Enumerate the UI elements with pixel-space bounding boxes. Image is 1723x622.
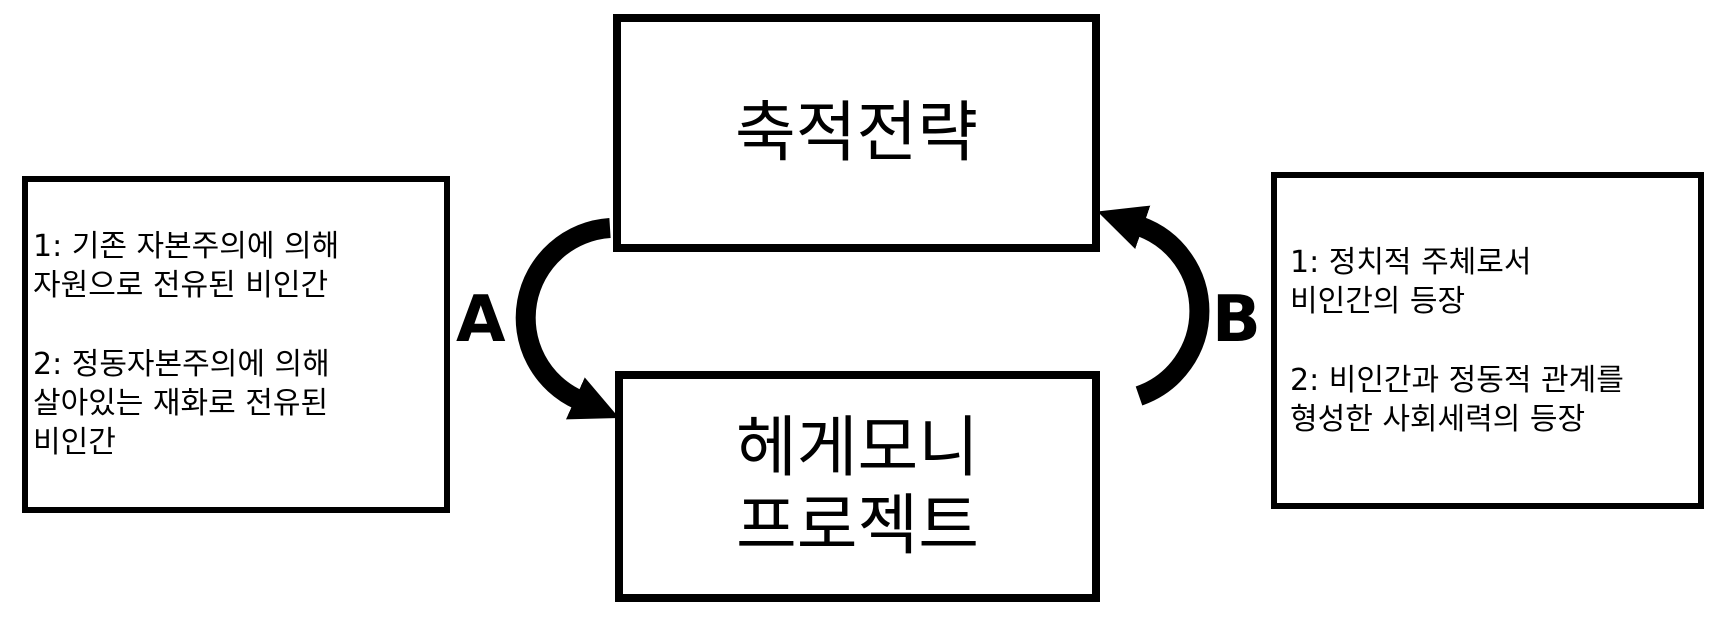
node-hegemony-project-label-line1: 헤게모니 xyxy=(736,408,979,486)
note-right-item-1-line-2: 비인간의 등장 xyxy=(1290,283,1466,319)
note-right-item-1: 1: 정치적 주체로서 비인간의 등장 xyxy=(1290,243,1690,321)
note-left-item-1-line-2: 자원으로 전유된 비인간 xyxy=(33,268,329,303)
note-left-item-1-line-1: 1: 기존 자본주의에 의해 xyxy=(33,229,340,264)
note-right-item-2-line-1: 2: 비인간과 정동적 관계를 xyxy=(1290,362,1624,398)
node-accumulation-strategy-label: 축적전략 xyxy=(735,94,978,171)
note-left-item-2-line-1: 2: 정동자본주의에 의해 xyxy=(33,347,330,382)
note-left-item-2: 2: 정동자본주의에 의해 살아있는 재화로 전유된 비인간 xyxy=(33,345,436,462)
arrow-b-label: B xyxy=(1212,283,1261,357)
arrow-b-curve xyxy=(1097,205,1210,406)
note-left-item-2-line-2: 살아있는 재화로 전유된 xyxy=(33,386,329,421)
note-right: 1: 정치적 주체로서 비인간의 등장 2: 비인간과 정동적 관계를 형성한 … xyxy=(1271,172,1704,509)
note-right-item-1-line-1: 1: 정치적 주체로서 xyxy=(1290,244,1532,280)
node-hegemony-project: 헤게모니 프로젝트 xyxy=(615,371,1100,602)
note-right-item-2-line-2: 형성한 사회세력의 등장 xyxy=(1290,401,1586,437)
node-hegemony-project-label-line2: 프로젝트 xyxy=(736,486,979,564)
arrow-a-label: A xyxy=(456,283,506,357)
node-accumulation-strategy: 축적전략 xyxy=(613,14,1100,252)
note-left: 1: 기존 자본주의에 의해 자원으로 전유된 비인간 2: 정동자본주의에 의… xyxy=(22,176,450,513)
arrow-a-curve xyxy=(515,218,620,420)
note-left-item-1: 1: 기존 자본주의에 의해 자원으로 전유된 비인간 xyxy=(33,227,436,305)
note-left-item-2-line-3: 비인간 xyxy=(33,425,116,460)
note-right-item-2: 2: 비인간과 정동적 관계를 형성한 사회세력의 등장 xyxy=(1290,361,1690,439)
